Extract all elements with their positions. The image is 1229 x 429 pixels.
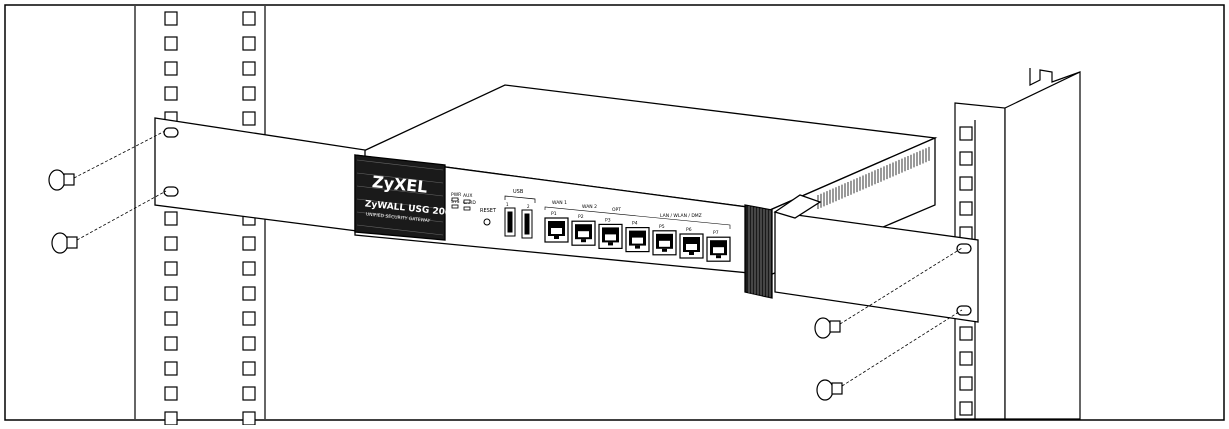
port-label-5: P5 (659, 224, 665, 230)
port-label-2: P2 (578, 214, 584, 220)
rail-hole (164, 411, 178, 426)
rail-hole (242, 411, 256, 426)
group-label-opt: OPT (612, 207, 621, 213)
ethernet-port-5[interactable]: P5 (652, 224, 677, 256)
led-label-pwr: PWR (451, 192, 461, 198)
right-mounting-bracket (773, 194, 979, 323)
led-aux (463, 199, 471, 204)
rail-hole (164, 286, 178, 301)
port-label-1: P1 (551, 211, 557, 217)
usb-port-label-1: 1 (506, 202, 509, 207)
ethernet-port-4[interactable]: P4 (625, 221, 650, 253)
rail-hole (164, 261, 178, 276)
group-label-lan: LAN / WLAN / DMZ (660, 213, 702, 219)
ethernet-port-6[interactable]: P6 (679, 227, 704, 259)
rail-hole (242, 111, 256, 126)
left-rail-holes-outer (164, 11, 178, 426)
rail-hole (164, 11, 178, 26)
rail-hole (164, 61, 178, 76)
rail-hole (242, 386, 256, 401)
rail-hole (164, 36, 178, 51)
rail-hole (242, 361, 256, 376)
status-leds: PWR SYS AUX CARD (451, 192, 476, 211)
rail-hole (242, 311, 256, 326)
reset-label: RESET (480, 208, 497, 214)
reset-area: RESET (480, 208, 497, 226)
port-label-6: P6 (686, 227, 692, 233)
rail-hole (242, 236, 256, 251)
ethernet-port-2[interactable]: P2 (571, 214, 596, 246)
rail-hole (242, 336, 256, 351)
rail-hole (164, 236, 178, 251)
left-rail-holes-inner (242, 11, 256, 426)
rail-hole (959, 151, 973, 166)
rail-hole (164, 311, 178, 326)
rail-hole (959, 351, 973, 366)
screw-top-left (48, 169, 75, 191)
left-bracket-slot-top (163, 127, 179, 138)
group-label-wan2: WAN 2 (582, 204, 597, 210)
usb-port-label-2: 2 (527, 204, 530, 209)
led-label-sys: SYS (451, 199, 460, 205)
rail-hole (242, 36, 256, 51)
led-label-aux: AUX (463, 193, 472, 199)
led-sys (451, 204, 459, 209)
rail-hole (242, 286, 256, 301)
side-vents (817, 146, 930, 209)
ethernet-port-7[interactable]: P7 (706, 230, 731, 262)
rail-hole (242, 86, 256, 101)
led-pwr (451, 197, 459, 202)
led-card (463, 206, 471, 211)
ethernet-port-1[interactable]: P1 (544, 211, 569, 243)
group-label-wan1: WAN 1 (552, 200, 567, 206)
rail-hole (164, 336, 178, 351)
right-bracket-slot-top (956, 243, 972, 254)
screw-bottom-right (816, 379, 843, 401)
rail-hole (959, 201, 973, 216)
alignment-guides (73, 130, 963, 387)
rail-hole (959, 126, 973, 141)
left-bracket-slot-bottom (163, 186, 179, 197)
right-bracket-slot-bottom (956, 305, 972, 316)
screws (48, 169, 843, 401)
screw-bottom-left (51, 232, 78, 254)
rail-hole (164, 211, 178, 226)
left-bumper (354, 154, 446, 241)
rail-hole (164, 86, 178, 101)
rail-hole (242, 11, 256, 26)
port-group-labels: WAN 1 WAN 2 OPT LAN / WLAN / DMZ (544, 200, 731, 229)
port-label-4: P4 (632, 221, 638, 227)
bumper-ridges (356, 159, 771, 298)
port-label-3: P3 (605, 217, 611, 223)
reset-button[interactable] (483, 218, 491, 226)
rail-hole (164, 386, 178, 401)
rail-hole (959, 326, 973, 341)
rail-hole (959, 176, 973, 191)
rail-hole (242, 261, 256, 276)
rail-hole (959, 401, 973, 416)
screw-top-right (814, 317, 841, 339)
rail-hole (959, 376, 973, 391)
usb-area: USB 1 2 (504, 189, 536, 239)
rail-hole (164, 361, 178, 376)
usb-label: USB (513, 189, 524, 195)
rail-hole (242, 61, 256, 76)
port-label-7: P7 (713, 230, 719, 236)
ethernet-port-3[interactable]: P3 (598, 217, 623, 249)
